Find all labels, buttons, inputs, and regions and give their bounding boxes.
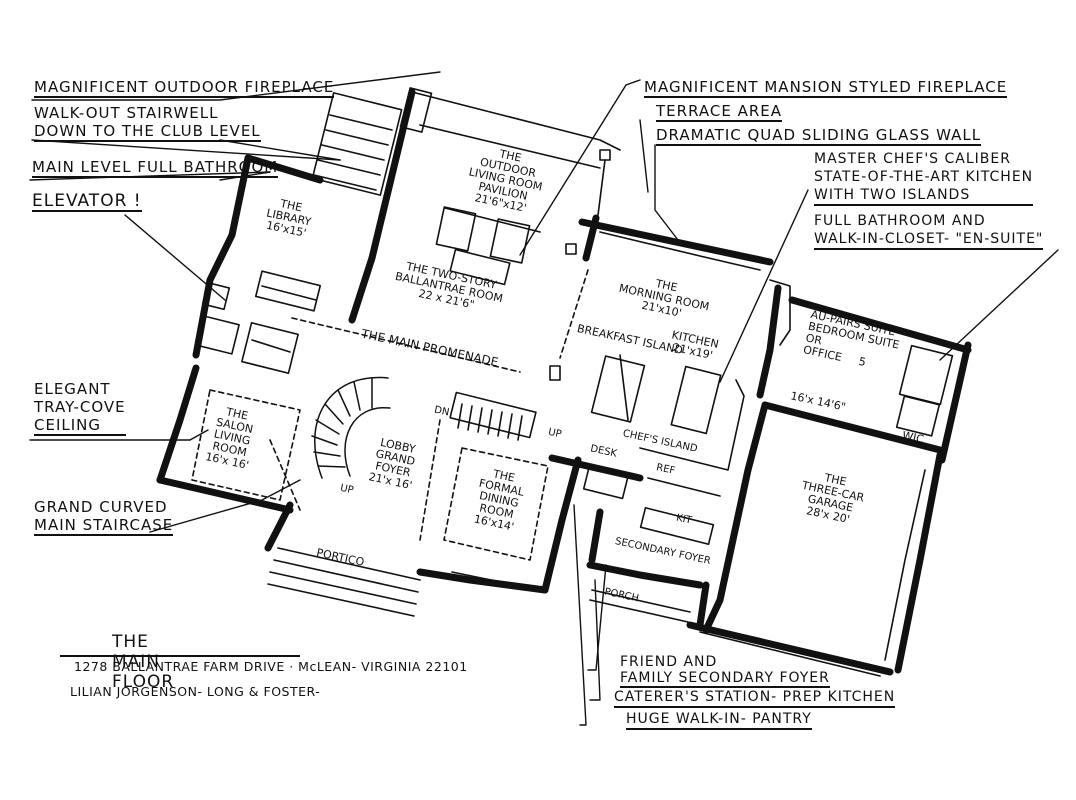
library-north-wall (244, 154, 324, 184)
callout-full-bath: MAIN LEVEL FULL BATHROOM (32, 158, 279, 178)
curved-staircase (311, 376, 391, 479)
callout-glass-wall-text: DRAMATIC QUAD SLIDING GLASS WALL (656, 126, 982, 146)
callout-pantry-text: HUGE WALK-IN- PANTRY (626, 710, 812, 730)
interior-lines (177, 87, 954, 677)
mud-wall (588, 508, 604, 564)
garage-east-wall (894, 451, 944, 674)
leader-lines (29, 71, 1059, 726)
callout-ensuite-line2: WALK-IN-CLOSET- "EN-SUITE" (814, 230, 1044, 250)
tray-ceilings (191, 269, 589, 561)
front-wall (264, 501, 294, 552)
callout-caterer-text: CATERER'S STATION- PREP KITCHEN (614, 688, 896, 708)
callout-kitchen-line3: WITH TWO ISLANDS (814, 186, 1034, 206)
label-up-main-text: UP (339, 482, 355, 497)
callout-ensuite-line1: FULL BATHROOM AND (814, 213, 986, 229)
property-address: 1278 BALLANTRAE FARM DRIVE · McLEAN- VIR… (74, 659, 468, 674)
porch-wall (586, 561, 704, 589)
aupair-east-wall (938, 341, 972, 464)
callout-stairwell: WALK-OUT STAIRWELL DOWN TO THE CLUB LEVE… (34, 104, 261, 142)
dining-east-wall (541, 456, 582, 594)
callout-elevator: ELEVATOR ! (32, 192, 142, 212)
callout-caterer: CATERER'S STATION- PREP KITCHEN (614, 688, 896, 708)
callout-staircase: GRAND CURVED MAIN STAIRCASE (34, 498, 174, 536)
room-aupair-number: 5 (857, 354, 868, 370)
library-west-wall (192, 154, 252, 359)
callout-tray-line3: CEILING (34, 416, 126, 436)
label-up-main: UP (339, 482, 355, 498)
kitchen-east-wall (756, 284, 782, 399)
morning-north-wall (578, 218, 774, 266)
title-underline (60, 655, 300, 657)
callout-tray-line2: TRAY-COVE (34, 398, 126, 416)
morning-west-return (582, 214, 600, 262)
callout-ensuite: FULL BATHROOM AND WALK-IN-CLOSET- "EN-SU… (814, 212, 1044, 250)
callout-stairwell-line2: DOWN TO THE CLUB LEVEL (34, 122, 261, 142)
callout-terrace-text: TERRACE AREA (656, 102, 783, 122)
callout-kitchen: MASTER CHEF'S CALIBER STATE-OF-THE-ART K… (814, 150, 1034, 206)
callout-kitchen-line1: MASTER CHEF'S CALIBER (814, 151, 1011, 167)
callout-glass-wall: DRAMATIC QUAD SLIDING GLASS WALL (656, 126, 982, 146)
garage-south-wall (686, 621, 894, 676)
label-up-stair-text: UP (547, 426, 563, 441)
exterior-walls (156, 88, 972, 676)
agent-credit: LILIAN JORGENSON- LONG & FOSTER- (70, 684, 321, 699)
callout-staircase-line1: GRAND CURVED (34, 498, 168, 516)
callout-terrace: TERRACE AREA (656, 102, 783, 122)
callout-mansion-fireplace: MAGNIFICENT MANSION STYLED FIREPLACE (644, 78, 1008, 98)
callout-secondary-foyer: FRIEND AND FAMILY SECONDARY FOYER (620, 654, 830, 688)
callout-tray-line1: ELEGANT (34, 380, 111, 398)
label-up-stair: UP (547, 426, 563, 442)
callout-tray-ceiling: ELEGANT TRAY-COVE CEILING (34, 380, 126, 436)
callout-staircase-line2: MAIN STAIRCASE (34, 516, 174, 536)
callout-secondary-foyer-line2: FAMILY SECONDARY FOYER (620, 670, 830, 688)
porch-return (696, 581, 710, 629)
callout-secondary-foyer-line1: FRIEND AND (620, 654, 718, 670)
callout-kitchen-line2: STATE-OF-THE-ART KITCHEN (814, 169, 1034, 185)
stairwell-east-wall (348, 88, 416, 324)
callout-stairwell-line1: WALK-OUT STAIRWELL (34, 104, 219, 122)
label-dn-text: DN (433, 404, 451, 419)
callout-outdoor-fireplace: MAGNIFICENT OUTDOOR FIREPLACE (34, 78, 335, 98)
callout-pantry: HUGE WALK-IN- PANTRY (626, 710, 812, 730)
aupair-north-wall (788, 296, 972, 354)
callout-mansion-fireplace-text: MAGNIFICENT MANSION STYLED FIREPLACE (644, 78, 1008, 98)
garage-west-wall (702, 401, 769, 634)
aupair-south-wall (761, 401, 944, 454)
callout-full-bath-text: MAIN LEVEL FULL BATHROOM (32, 158, 279, 178)
salon-west-wall (156, 364, 200, 484)
callout-elevator-text: ELEVATOR ! (32, 191, 142, 212)
salon-south-wall (156, 476, 294, 514)
callout-outdoor-fireplace-text: MAGNIFICENT OUTDOOR FIREPLACE (34, 78, 335, 98)
label-kit-text: KIT (675, 512, 693, 527)
floor-title: THE MAIN FLOOR (112, 632, 175, 692)
